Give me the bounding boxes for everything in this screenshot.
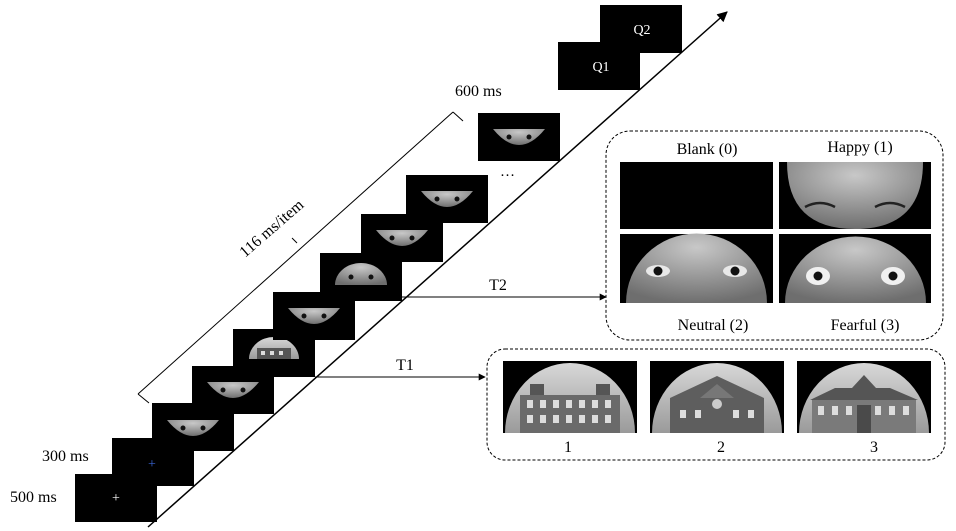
fixation-cross-white: + — [112, 491, 120, 506]
fixation-cross-blue: + — [148, 457, 156, 472]
rsvp-bracket — [137, 111, 464, 404]
building-option-3-image — [797, 361, 931, 433]
fearful-option-image — [779, 234, 931, 303]
frame-q2: Q2 — [600, 5, 682, 53]
building-option-3-label: 3 — [870, 439, 878, 456]
neutral-option-image — [620, 233, 773, 303]
timing-600ms-label: 600 ms — [455, 83, 502, 100]
building-option-1-image — [503, 361, 637, 433]
question-2-label: Q2 — [633, 23, 650, 38]
frame-face-5 — [406, 175, 488, 223]
happy-option-image — [779, 162, 931, 229]
t2-options-panel: Blank (0) Happy (1) Neutral (2) Fearful … — [605, 130, 944, 341]
timing-300ms-label: 300 ms — [42, 448, 89, 465]
timing-500ms-label: 500 ms — [10, 489, 57, 506]
happy-option-label: Happy (1) — [827, 139, 892, 156]
t2-label: T2 — [489, 277, 507, 294]
frame-face-3 — [273, 292, 355, 340]
rsvp-bracket-tick — [291, 237, 298, 244]
timeline-arrow — [147, 11, 728, 528]
blank-option-label: Blank (0) — [677, 141, 738, 158]
building-option-1-label: 1 — [564, 439, 572, 456]
fearful-option-label: Fearful (3) — [831, 317, 900, 334]
frame-face-final — [478, 113, 560, 161]
ellipsis-marker: … — [500, 164, 515, 180]
t1-options-panel: 1 2 3 — [486, 348, 946, 461]
building-option-2-image — [650, 361, 784, 433]
t1-label: T1 — [396, 357, 414, 374]
blank-option-image — [620, 162, 773, 229]
question-1-label: Q1 — [592, 60, 609, 75]
building-option-2-label: 2 — [717, 439, 725, 456]
neutral-option-label: Neutral (2) — [678, 317, 749, 334]
